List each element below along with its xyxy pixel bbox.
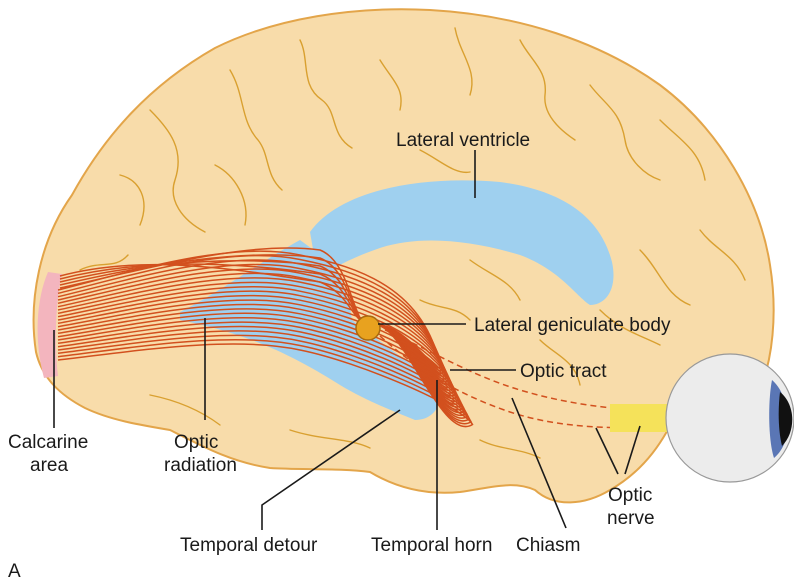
label-optic-tract: Optic tract bbox=[520, 361, 607, 382]
label-optic-radiation-line2: radiation bbox=[164, 455, 237, 476]
label-lateral-geniculate-body: Lateral geniculate body bbox=[474, 315, 671, 336]
lateral-geniculate-body bbox=[356, 316, 380, 340]
optic-nerve bbox=[610, 404, 672, 432]
label-calcarine-area-line1: Calcarine bbox=[8, 432, 88, 453]
label-lateral-ventricle: Lateral ventricle bbox=[396, 130, 530, 151]
label-optic-nerve-line2: nerve bbox=[607, 508, 655, 529]
label-temporal-detour: Temporal detour bbox=[180, 535, 318, 556]
label-calcarine-area-line2: area bbox=[30, 455, 68, 476]
label-chiasm: Chiasm bbox=[516, 535, 580, 556]
eyeball bbox=[666, 354, 794, 482]
label-optic-radiation-line1: Optic bbox=[174, 432, 218, 453]
label-optic-nerve-line1: Optic bbox=[608, 485, 652, 506]
panel-letter: A bbox=[8, 561, 21, 582]
label-temporal-horn: Temporal horn bbox=[371, 535, 492, 556]
